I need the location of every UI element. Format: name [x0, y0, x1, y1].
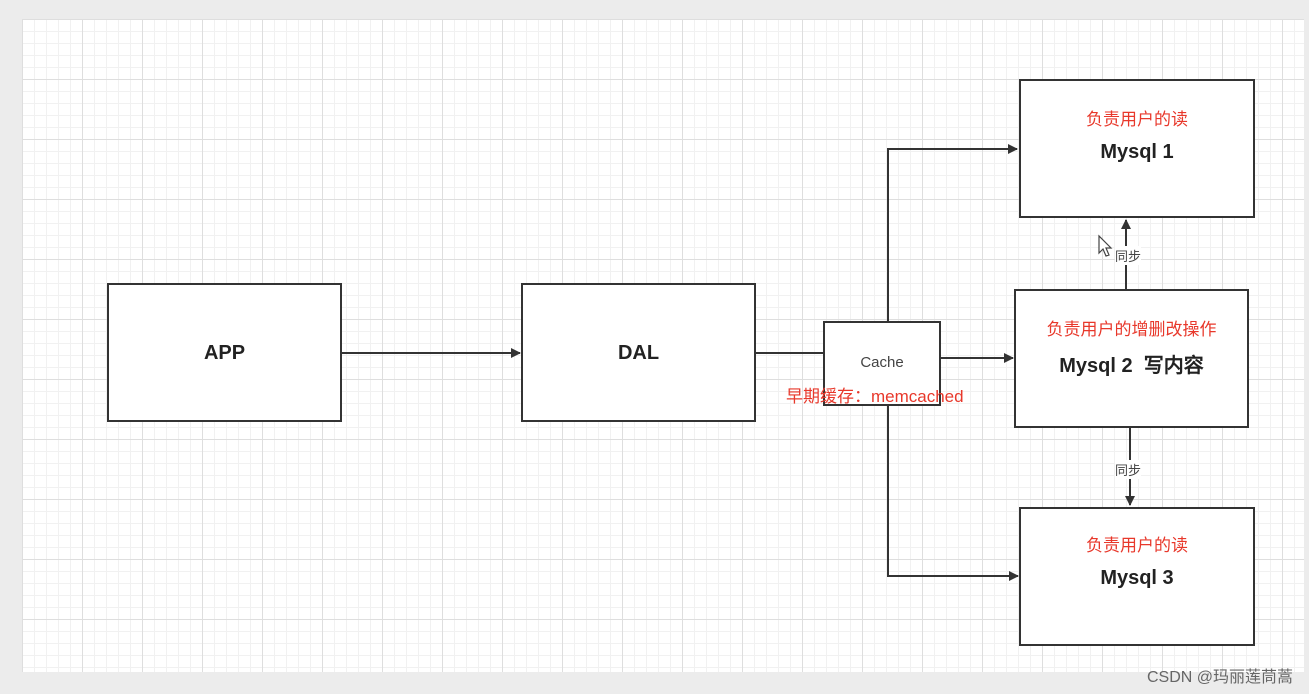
mysql1-role: 负责用户的读	[1086, 110, 1188, 129]
mysql2-role: 负责用户的增删改操作	[1046, 320, 1217, 339]
mysql1-label: Mysql 1	[1100, 141, 1174, 163]
edge-cache-mysql1	[887, 144, 1018, 322]
dal-node[interactable]: DAL	[521, 283, 756, 422]
sync-up-label: 同步	[1115, 246, 1142, 265]
mysql3-role: 负责用户的读	[1086, 536, 1188, 555]
dal-label: DAL	[617, 342, 660, 364]
mysql1-node[interactable]: 负责用户的读 Mysql 1	[1019, 79, 1255, 218]
sync-down-label: 同步	[1115, 460, 1142, 479]
cache-note: 早期缓存：memcached	[786, 387, 964, 406]
mysql2-node[interactable]: 负责用户的增删改操作 Mysql 2 写内容	[1014, 289, 1249, 428]
cursor-icon	[1098, 234, 1113, 257]
app-node[interactable]: APP	[107, 283, 342, 422]
app-label: APP	[203, 342, 246, 364]
edge-cache-mysql3	[887, 405, 1019, 581]
cache-label: Cache	[860, 354, 904, 371]
mysql3-node[interactable]: 负责用户的读 Mysql 3	[1019, 507, 1255, 646]
watermark: CSDN @玛丽莲茼蒿	[1146, 669, 1293, 686]
mysql3-label: Mysql 3	[1100, 567, 1174, 589]
cache-node[interactable]: Cache	[823, 321, 941, 406]
mysql2-label: Mysql 2 写内容	[1059, 355, 1204, 377]
